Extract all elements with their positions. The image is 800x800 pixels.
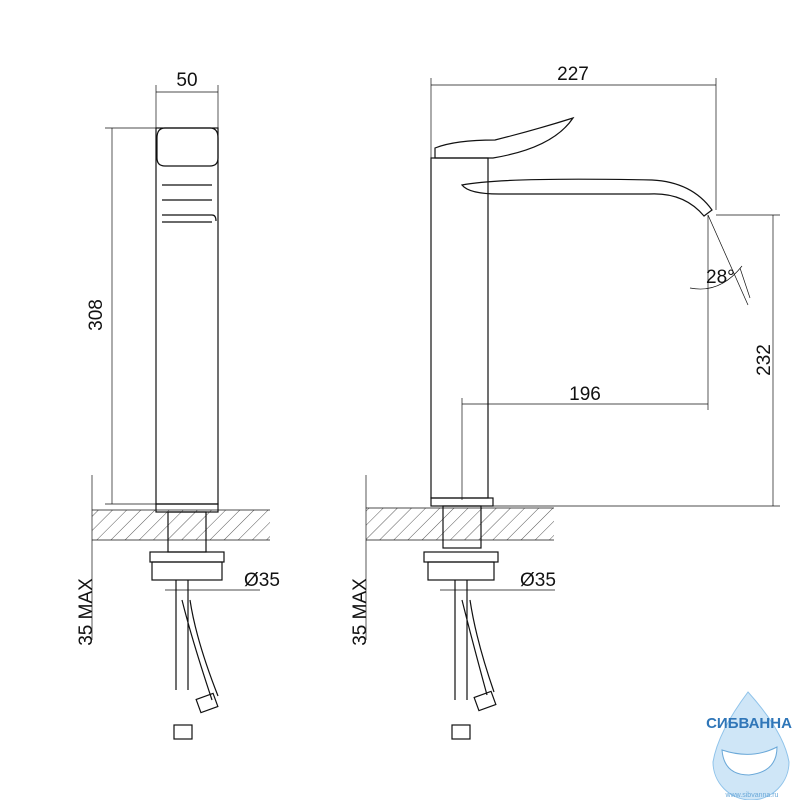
hole-diameter-label: Ø35	[244, 570, 280, 591]
hole-diameter-label: Ø35	[520, 570, 556, 591]
max-thickness-label: 35 MAX	[76, 578, 97, 646]
width-dimension: 227	[557, 64, 589, 85]
angle-dimension: 28°	[706, 267, 735, 288]
sibvanna-logo: СИБВАННА www.sibvanna.ru	[706, 691, 792, 800]
handle	[156, 127, 219, 167]
faucet-body	[430, 157, 489, 499]
width-dimension: 50	[176, 70, 197, 91]
front-view: 50 308 35 MAX Ø35	[76, 70, 280, 740]
reach-dimension: 196	[569, 384, 601, 405]
countertop-hatch	[92, 510, 270, 540]
side-view: 227 196 232 28° 35 MAX Ø35	[350, 64, 780, 740]
lever-handle	[434, 116, 575, 159]
logo-url: www.sibvanna.ru	[725, 792, 779, 799]
logo-name: СИБВАННА	[706, 715, 792, 732]
spout	[460, 178, 713, 217]
height-dimension: 308	[86, 299, 107, 331]
height-dimension: 232	[754, 344, 775, 376]
max-thickness-label: 35 MAX	[350, 578, 371, 646]
countertop-hatch	[366, 508, 554, 540]
